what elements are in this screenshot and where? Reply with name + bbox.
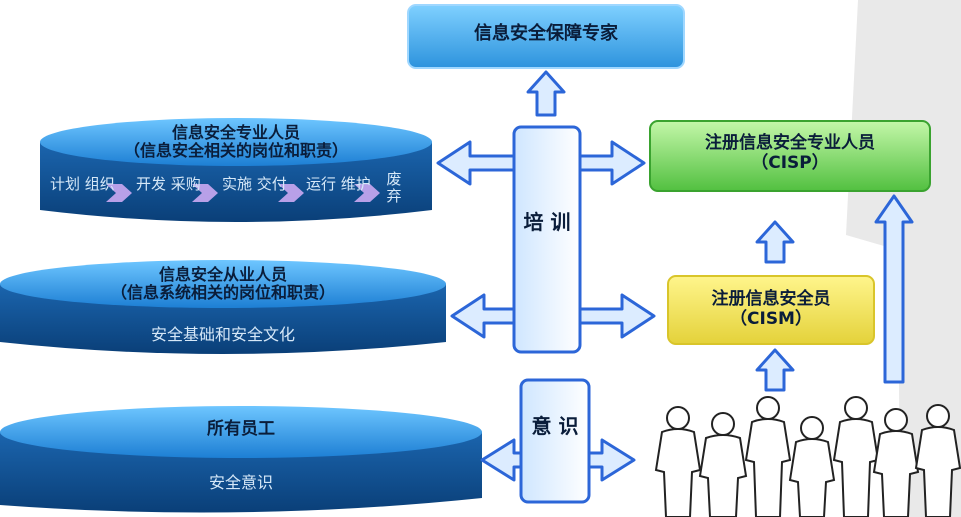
practitioners-title-line: 信息安全从业人员 (158, 265, 287, 284)
all-staff-title: 所有员工 (207, 419, 275, 439)
chevron-arrow-2 (192, 184, 218, 202)
awareness-pillar (519, 378, 591, 504)
awareness-label: 意 识 (531, 414, 579, 438)
up-arrow-staff-to-cism (755, 348, 795, 392)
chevron-arrow-3 (278, 184, 304, 202)
lifecycle-step-5: 废 弃 (386, 170, 402, 205)
lifecycle-step-1: 计划 组织 (50, 175, 115, 193)
practitioners-content: 安全基础和安全文化 (150, 325, 295, 344)
disc-it-practitioners (0, 260, 446, 354)
double-arrow-top-left (436, 140, 516, 186)
expert-box (407, 4, 685, 69)
cism-abbr: （CISM） (730, 308, 812, 329)
double-arrow-bottom-left (480, 438, 523, 482)
cisp-box (649, 120, 931, 192)
chevron-arrow-1 (106, 184, 132, 202)
lifecycle-step-2: 开发 采购 (136, 175, 201, 193)
cisp-title: 注册信息安全专业人员 (705, 133, 875, 153)
double-arrow-bottom-right (587, 438, 636, 482)
training-label: 培 训 (523, 210, 571, 234)
expert-label: 信息安全保障专家 (474, 23, 618, 44)
cism-title: 注册信息安全员 (711, 289, 831, 309)
lifecycle-chevrons (106, 184, 380, 202)
practitioners-title: 信息安全从业人员 （信息系统相关的岗位和职责） (30, 265, 416, 303)
cisp-label: 注册信息安全专业人员 （CISP） (650, 133, 930, 173)
lifecycle-step-4: 运行 维护 (306, 175, 371, 193)
specialists-title-line: 信息安全专业人员 (171, 123, 300, 142)
specialists-title: 信息安全专业人员 （信息安全相关的岗位和职责） (76, 123, 396, 161)
cisp-abbr: （CISP） (751, 152, 829, 173)
cism-box (667, 275, 875, 345)
chevron-arrow-4 (354, 184, 380, 202)
double-arrow-mid-left (450, 293, 516, 339)
disc-infosec-specialists (40, 118, 432, 222)
up-arrow-cism-to-cisp (755, 220, 795, 264)
all-staff-content: 安全意识 (208, 473, 273, 492)
practitioners-subtitle: （信息系统相关的岗位和职责） (110, 283, 335, 303)
lifecycle-step-3: 实施 交付 (222, 175, 287, 193)
double-arrow-mid-right (578, 293, 656, 339)
disc-all-staff (0, 406, 482, 513)
cism-label: 注册信息安全员 （CISM） (668, 289, 874, 329)
up-arrow-staff-to-cisp (874, 194, 914, 384)
specialists-subtitle: （信息安全相关的岗位和职责） (123, 141, 348, 161)
double-arrow-top-right (578, 140, 646, 186)
crowd-silhouette-icon (654, 396, 961, 517)
training-pillar (512, 125, 582, 354)
up-arrow-to-expert (526, 70, 566, 117)
